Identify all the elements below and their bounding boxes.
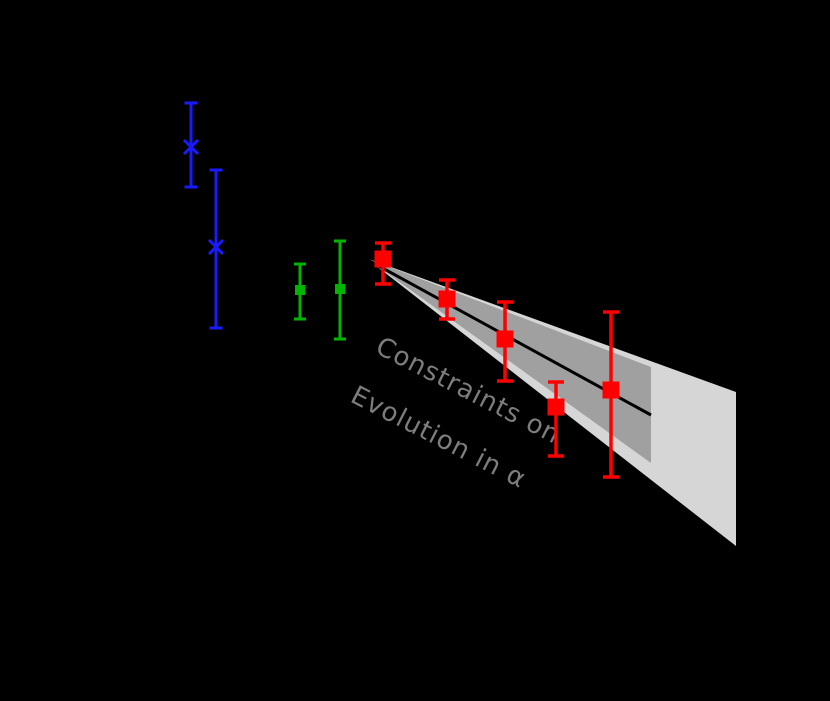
blue-crosses — [182, 101, 225, 330]
blue-crosses-point — [207, 168, 225, 330]
green-squares — [294, 239, 346, 341]
red-squares-point — [438, 278, 456, 321]
red-squares-point — [602, 310, 620, 479]
square-marker — [438, 290, 456, 308]
x-marker — [182, 138, 200, 156]
blue-crosses-point — [182, 101, 200, 189]
square-marker — [374, 250, 392, 268]
square-marker — [602, 381, 620, 399]
red-squares-point — [374, 241, 392, 286]
square-marker — [295, 285, 305, 295]
red-squares-point — [547, 380, 565, 458]
square-marker — [496, 330, 514, 348]
inner-confidence-band — [366, 258, 651, 463]
red-squares — [374, 241, 620, 479]
marker-layer — [182, 101, 620, 479]
square-marker — [547, 398, 565, 416]
square-marker — [335, 284, 345, 294]
red-squares-point — [496, 300, 514, 383]
x-marker — [207, 238, 225, 256]
green-squares-point — [294, 262, 306, 321]
green-squares-point — [334, 239, 346, 341]
